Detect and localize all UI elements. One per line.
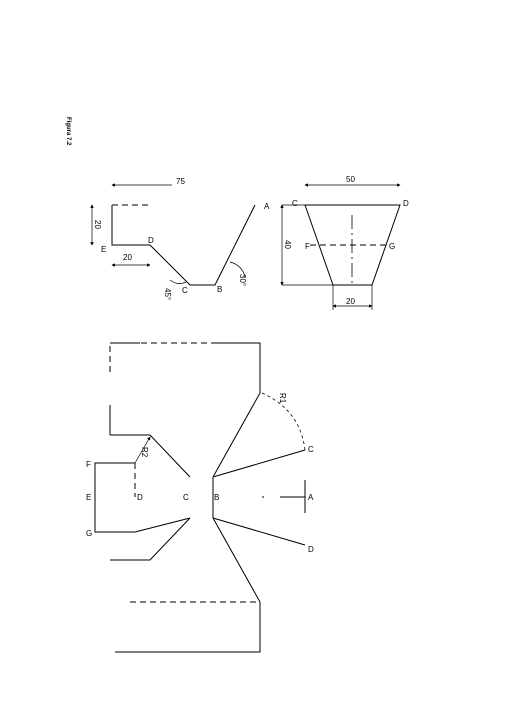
dev-dim-r2 xyxy=(134,436,151,464)
angle-label-45: 45° xyxy=(163,288,172,300)
front-point-d: D xyxy=(148,236,154,245)
dev-top-flange-edge xyxy=(215,342,261,393)
dev-point-a: A xyxy=(308,493,314,502)
dev-point-c-center: C xyxy=(183,493,189,502)
dev-point-g: G xyxy=(86,529,92,538)
dim-label-20-vertical: 20 xyxy=(93,220,102,229)
angle-label-30: 30° xyxy=(238,274,247,286)
dev-bottom-flange-edge xyxy=(115,602,261,653)
dim-label-50: 50 xyxy=(346,175,355,184)
dev-point-d-bottom: D xyxy=(308,545,314,554)
dev-upper-fan xyxy=(212,449,306,478)
development-view: R1 R2 F E G D C B A C D xyxy=(86,342,314,653)
dev-upper-flap xyxy=(110,434,191,478)
dev-lower-flap xyxy=(110,517,191,561)
dev-point-b: B xyxy=(214,493,219,502)
front-point-b: B xyxy=(217,285,222,294)
dev-lower-fan xyxy=(212,517,306,546)
front-point-e: E xyxy=(101,245,106,254)
dev-lower-flap-edge xyxy=(134,517,191,533)
dev-arc-r1 xyxy=(261,392,306,451)
dim-label-40: 40 xyxy=(283,240,292,249)
front-view: 75 20 20 45° 30° A B C D E xyxy=(90,177,270,300)
dev-radius-r1: R1 xyxy=(278,393,287,404)
angle-arc-30 xyxy=(229,261,246,278)
angle-arc-45 xyxy=(169,279,187,284)
dim-label-20-horizontal: 20 xyxy=(123,253,132,262)
dev-point-f: F xyxy=(86,460,91,469)
side-point-d: D xyxy=(403,199,409,208)
dev-point-d-left: D xyxy=(137,493,143,502)
dev-top-flange-hidden xyxy=(109,342,260,372)
dev-lower-slant xyxy=(212,517,261,603)
side-point-c: C xyxy=(292,199,298,208)
front-point-c: C xyxy=(182,286,188,295)
side-point-g: G xyxy=(389,242,395,251)
side-view: 50 40 20 C D F G xyxy=(280,175,409,310)
dev-left-box xyxy=(94,462,135,533)
front-view-outline xyxy=(111,204,256,286)
dev-upper-slant xyxy=(212,392,261,478)
dev-point-c-top: C xyxy=(308,445,314,454)
figure-caption: Figura 7.2 xyxy=(65,117,71,146)
dim-label-75: 75 xyxy=(176,177,185,186)
side-point-f: F xyxy=(305,242,310,251)
dim-label-20-side: 20 xyxy=(346,297,355,306)
dev-point-e: E xyxy=(86,493,91,502)
dev-radius-r2: R2 xyxy=(140,447,149,458)
front-point-a: A xyxy=(264,202,270,211)
